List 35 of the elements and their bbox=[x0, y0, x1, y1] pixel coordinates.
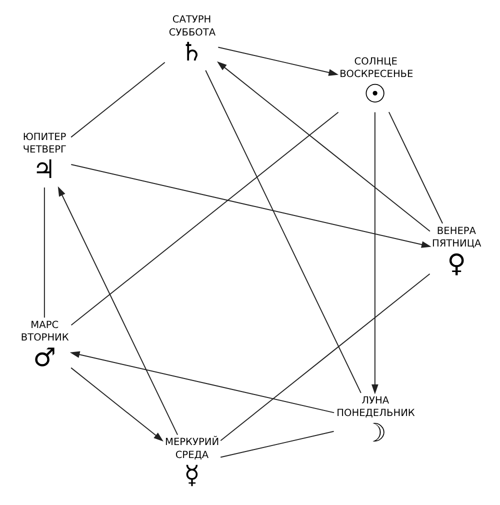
node-label: ВТОРНИК bbox=[20, 332, 68, 344]
node-text: ☿ bbox=[184, 460, 200, 490]
node-label: СРЕДА bbox=[174, 450, 208, 461]
connector bbox=[220, 430, 334, 458]
node-label: МАРС bbox=[30, 320, 58, 331]
connector bbox=[388, 112, 443, 224]
node-text: ☽ bbox=[363, 418, 386, 448]
connector bbox=[204, 70, 361, 394]
node-label: САТУРН bbox=[172, 14, 211, 26]
arrow bbox=[57, 186, 178, 436]
arrow bbox=[217, 46, 338, 76]
node-text: ♂ bbox=[32, 343, 56, 374]
node-label: ВЕНЕРА bbox=[436, 226, 476, 237]
node-label: ВОСКРЕСЕНЬЕ bbox=[339, 69, 413, 80]
node-label: СУББОТА bbox=[168, 27, 216, 38]
node-label: ПОНЕДЕЛЬНИК bbox=[336, 408, 414, 420]
node-label: ЛУНА bbox=[361, 395, 389, 406]
arrow bbox=[216, 61, 430, 232]
arrow bbox=[69, 351, 334, 414]
arrow bbox=[70, 367, 163, 442]
node-label: ЮПИТЕР bbox=[22, 132, 66, 143]
node-label: СОЛНЦЕ bbox=[354, 56, 397, 68]
connector bbox=[70, 62, 165, 138]
node-label: МЕРКУРИЙ bbox=[164, 437, 219, 448]
node-text: ♄ bbox=[180, 38, 203, 68]
node-label: ЧЕТВЕРГ bbox=[22, 144, 66, 156]
node-text: ♀ bbox=[446, 248, 466, 279]
node-text: ☉ bbox=[363, 79, 386, 110]
node-text: ♃ bbox=[32, 154, 56, 185]
connector bbox=[43, 186, 44, 318]
connector bbox=[220, 273, 430, 442]
arrow bbox=[371, 112, 378, 394]
connector bbox=[70, 112, 338, 326]
node-label: ПЯТНИЦА bbox=[432, 238, 481, 250]
arrow bbox=[70, 164, 431, 248]
